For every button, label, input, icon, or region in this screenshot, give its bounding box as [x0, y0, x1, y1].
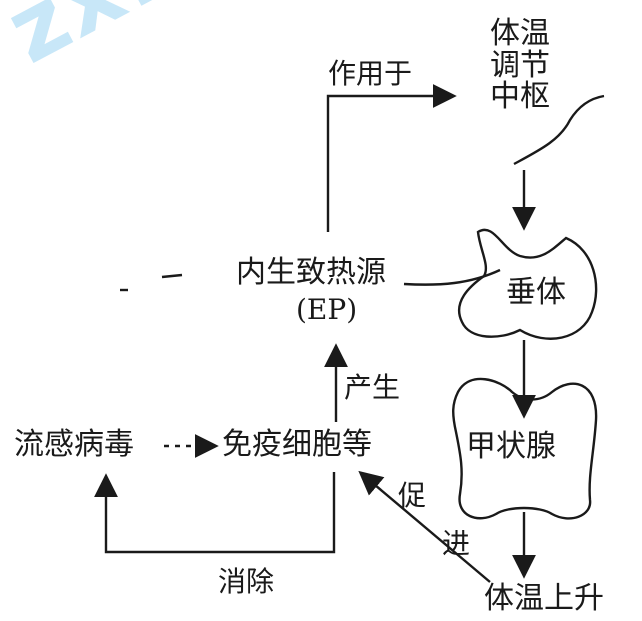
label-flu-virus: 流感病毒: [14, 427, 134, 462]
label-immune-cells: 免疫细胞等: [222, 427, 372, 462]
label-thyroid: 甲状腺: [466, 429, 556, 464]
label-promote-2: 进: [442, 527, 471, 560]
label-promote-1: 促: [398, 479, 427, 512]
pituitary-shape: [458, 228, 598, 340]
label-ep: (EP): [296, 293, 358, 326]
arrow-eliminate-loop: [94, 472, 336, 554]
label-endogenous-pyrogen: 内生致热源: [236, 255, 386, 290]
pyrogen-to-pituitary-curve: [403, 268, 501, 286]
center-line-1: 体温: [490, 16, 550, 51]
label-action-on: 作用于: [328, 57, 413, 90]
arrow-pyrogen-to-center: [326, 84, 457, 232]
label-produce: 产生: [344, 371, 401, 404]
label-eliminate: 消除: [218, 565, 275, 598]
arrow-temprise-to-immune: [358, 470, 491, 583]
thyroid-shape: [452, 377, 598, 520]
label-temperature-rise: 体温上升: [484, 581, 604, 616]
center-line-3: 中枢: [490, 79, 550, 114]
label-thermoregulation-center: 体温 调节 中枢: [472, 18, 568, 113]
center-nerve-curve: [513, 94, 605, 166]
label-pituitary: 垂体: [506, 275, 566, 310]
stray-dash: [161, 273, 183, 279]
center-line-2: 调节: [490, 47, 550, 83]
